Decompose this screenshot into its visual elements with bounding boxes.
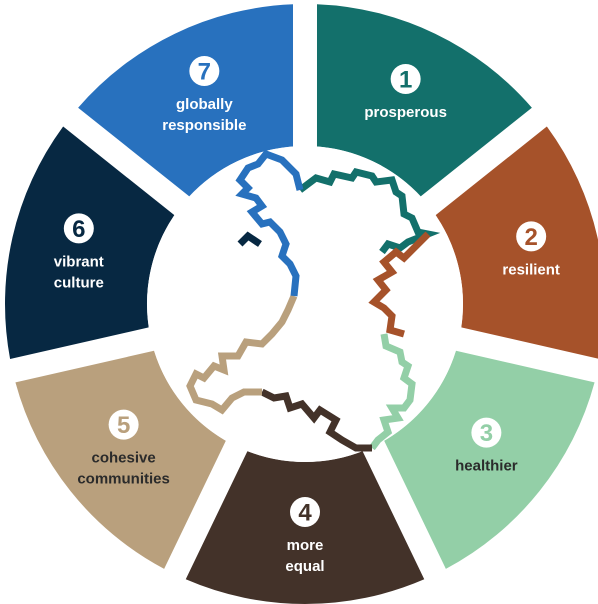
- goal-1-badge: [390, 63, 421, 94]
- segment-resilient: [435, 126, 598, 359]
- segment-vibrant-culture: [5, 126, 175, 360]
- goal-7-number: 7: [198, 58, 211, 85]
- segment-cohesive-communities: [15, 350, 226, 569]
- segment-globally-responsible: [78, 4, 294, 197]
- wales-outline-cohesive: [186, 294, 298, 415]
- goal-3: 3 healthier: [455, 417, 518, 475]
- goal-3-badge: [471, 417, 502, 448]
- goal-7: 7 globally responsible: [162, 55, 246, 134]
- goal-4: 4 more equal: [285, 497, 325, 575]
- segment-prosperous: [316, 4, 532, 197]
- segment-more-equal: [185, 451, 425, 604]
- goal-7-label-line-1: globally: [176, 96, 233, 113]
- goal-6-label-line-1: vibrant: [54, 253, 104, 270]
- goal-7-label-line-2: responsible: [162, 117, 246, 134]
- goal-5-number: 5: [117, 412, 130, 439]
- goal-1: 1 prosperous: [364, 63, 447, 121]
- goal-4-badge: [290, 497, 320, 527]
- wales-outline-vibrant: [237, 231, 262, 247]
- goal-5: 5 cohesive communities: [77, 409, 170, 488]
- goal-6-number: 6: [72, 216, 85, 243]
- goal-5-badge: [108, 409, 139, 440]
- goal-5-label-line-1: cohesive: [92, 450, 156, 467]
- goal-4-label-line-2: equal: [285, 558, 324, 575]
- wales-outline-healthier: [369, 333, 416, 451]
- goal-1-number: 1: [399, 66, 412, 93]
- segment-healthier: [384, 350, 595, 569]
- wales-outline-prosperous: [297, 168, 441, 255]
- goal-2-label: resilient: [502, 261, 560, 278]
- goal-6: 6 vibrant culture: [54, 213, 104, 291]
- wales-outline-global: [235, 149, 304, 297]
- goal-6-badge: [63, 213, 94, 244]
- goal-2-number: 2: [525, 224, 538, 251]
- wales-outline-resilient: [368, 231, 431, 338]
- segment-labels: 1 prosperous 2 resilient 3 healthier 4 m…: [54, 55, 560, 575]
- goal-3-number: 3: [480, 420, 493, 447]
- goal-7-badge: [189, 55, 220, 86]
- wheel-center: [147, 146, 463, 462]
- goal-2: 2 resilient: [502, 221, 560, 278]
- goal-4-label-line-1: more: [287, 537, 324, 554]
- wales-outline-more-equal: [260, 388, 372, 452]
- wales-map-outline: [186, 149, 441, 452]
- goal-6-label-line-2: culture: [54, 274, 104, 291]
- goal-3-label: healthier: [455, 458, 518, 475]
- goal-4-number: 4: [298, 500, 312, 527]
- wheel-segments: [5, 4, 598, 604]
- goal-1-label: prosperous: [364, 104, 447, 121]
- goal-2-badge: [516, 221, 547, 252]
- goal-5-label-line-2: communities: [77, 471, 170, 488]
